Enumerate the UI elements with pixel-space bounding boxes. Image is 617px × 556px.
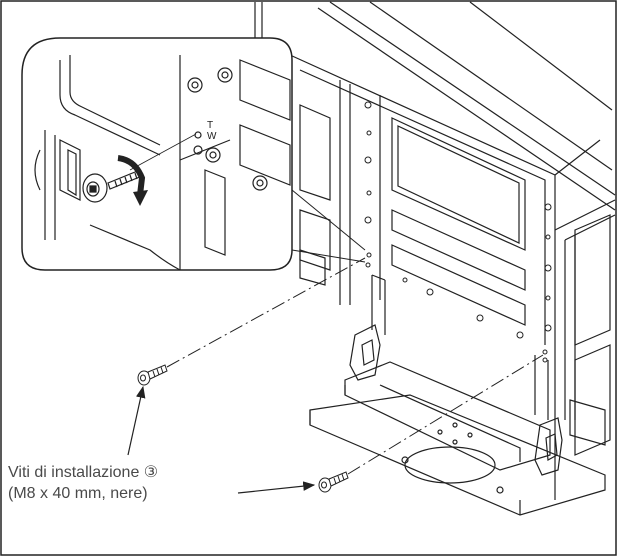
insertion-lines bbox=[166, 257, 544, 475]
screw-icon bbox=[318, 471, 349, 493]
rotation-arrow-icon bbox=[117, 155, 148, 206]
callout-leaders bbox=[127, 385, 316, 494]
stand-assembly bbox=[309, 274, 606, 516]
mounting-holes bbox=[364, 101, 552, 363]
monitor-rear-panel bbox=[254, 1, 616, 500]
panel-openings bbox=[299, 104, 611, 456]
inset-mark-w: W bbox=[207, 131, 217, 142]
screw-icon bbox=[137, 364, 168, 386]
callout-label-line1: Viti di installazione ③ bbox=[8, 464, 159, 481]
inset-mark-t: T bbox=[207, 120, 214, 131]
zoom-inset bbox=[21, 37, 366, 271]
screw-icon bbox=[82, 169, 143, 203]
callout-label-line2: (M8 x 40 mm, nere) bbox=[8, 485, 148, 502]
